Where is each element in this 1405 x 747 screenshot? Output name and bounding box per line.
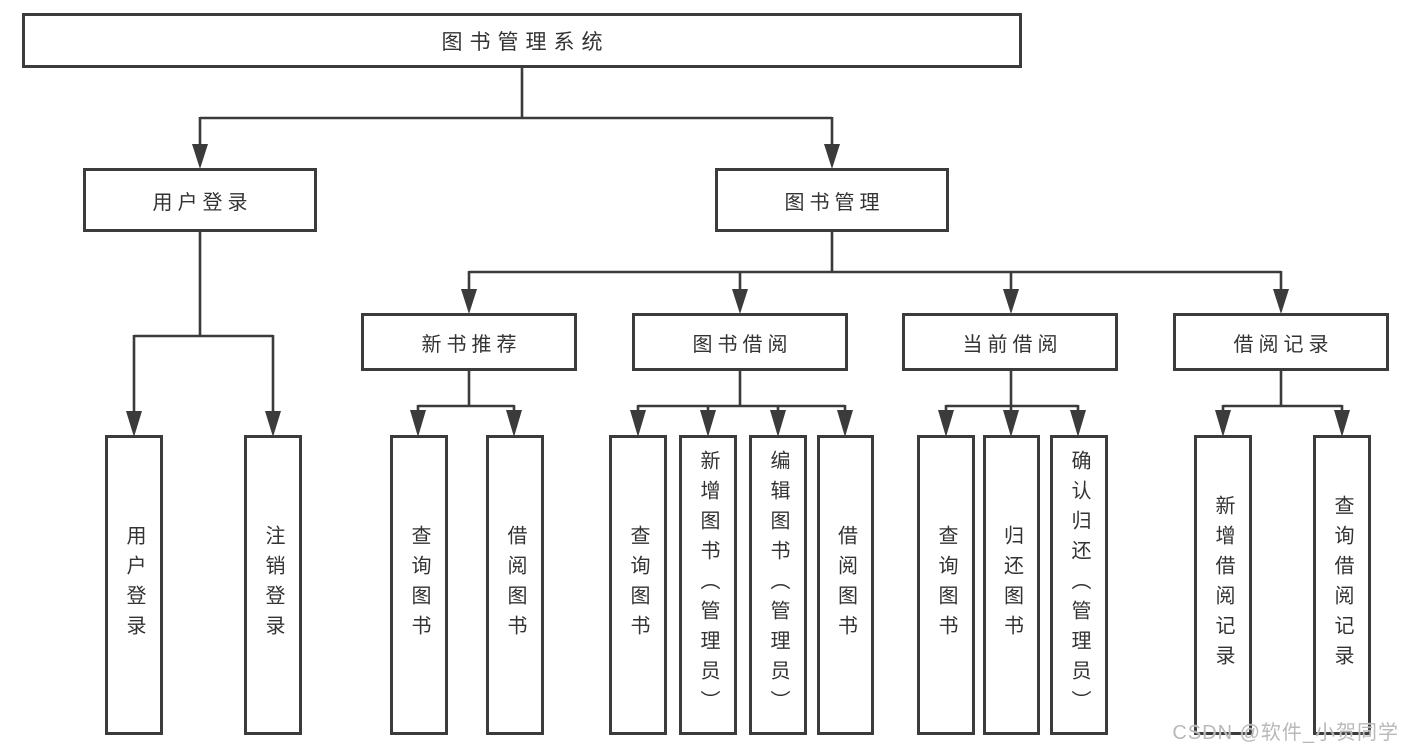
node-book-borrowing: 图书借阅 xyxy=(632,313,848,371)
node-current-borrowing: 当前借阅 xyxy=(902,313,1118,371)
leaf-logout: 注销登录 xyxy=(244,435,302,735)
csdn-watermark: CSDN @软件_小贺同学 xyxy=(1172,722,1399,744)
leaf-return-books: 归还图书 xyxy=(983,435,1040,735)
node-new-book-recommendation: 新书推荐 xyxy=(361,313,577,371)
leaf-query-books-current: 查询图书 xyxy=(917,435,975,735)
leaf-add-borrow-record: 新增借阅记录 xyxy=(1194,435,1252,735)
leaf-edit-books-admin: 编辑图书（管理员） xyxy=(749,435,807,735)
leaf-query-books-borrowing: 查询图书 xyxy=(609,435,667,735)
leaf-borrow-books-recommend: 借阅图书 xyxy=(486,435,544,735)
leaf-borrow-books-borrowing: 借阅图书 xyxy=(817,435,874,735)
node-library-management-system: 图书管理系统 xyxy=(22,13,1022,68)
leaf-confirm-return-admin: 确认归还（管理员） xyxy=(1050,435,1108,735)
node-user-login: 用户登录 xyxy=(83,168,317,232)
node-book-management: 图书管理 xyxy=(715,168,949,232)
leaf-user-login: 用户登录 xyxy=(105,435,163,735)
leaf-add-books-admin: 新增图书（管理员） xyxy=(679,435,737,735)
leaf-query-books-recommend: 查询图书 xyxy=(390,435,448,735)
node-borrowing-records: 借阅记录 xyxy=(1173,313,1389,371)
leaf-query-borrow-record: 查询借阅记录 xyxy=(1313,435,1371,735)
